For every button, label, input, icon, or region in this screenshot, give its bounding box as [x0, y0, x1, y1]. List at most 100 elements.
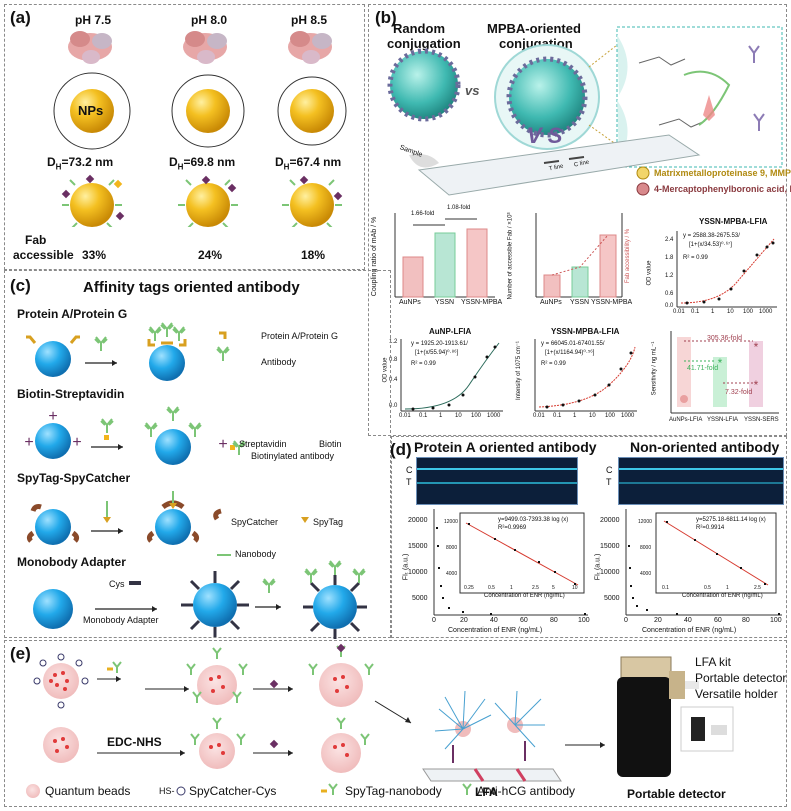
right-inset-r2: R²=0.9914	[696, 525, 725, 531]
chart2-cat-2: YSSN	[570, 299, 590, 306]
panel-c-label: (c)	[10, 276, 31, 295]
antibody-protein-3	[288, 31, 332, 64]
legend-hs: HS-	[159, 786, 175, 796]
right-chart-xtick-3: 40	[684, 617, 692, 624]
lfa-kit-label: LFA kit	[695, 655, 732, 669]
np-label: NPs	[78, 103, 104, 118]
right-chart-xtick-1: 0	[624, 617, 628, 624]
random-title-1: Random	[393, 21, 445, 36]
chart4-xtick-4: 10	[455, 413, 462, 419]
panel-b: (b) Random conjugation MPBA-oriented con…	[368, 4, 791, 436]
panel-e-illustration	[26, 643, 734, 798]
panel-c-illustration: + + + +	[24, 322, 367, 639]
left-t-label: T	[406, 477, 412, 487]
left-chart-ylabel: FIₜ (a.u.)	[402, 553, 410, 581]
left-chart-ytick-1: 20000	[408, 517, 428, 524]
mpba-title-1: MPBA-oriented	[487, 21, 581, 36]
right-inset-xtick-4: 2.5	[754, 585, 761, 591]
chart5-eq2: [1+(x/1164.94)⁰·⁵⁶]	[545, 350, 595, 356]
right-inset-xlabel: Concentration of ENR (ng/mL)	[682, 593, 763, 599]
left-inset-eq: y=9499.03-7393.38 log (x)	[498, 517, 569, 523]
svg-text:*: *	[718, 356, 723, 370]
right-inset-ytick-3: 4000	[640, 571, 652, 577]
chart6-ann2: 41.71-fold	[687, 365, 719, 372]
random-conjugation-sphere	[387, 48, 461, 122]
chart4-xtick-6: 1000	[487, 413, 501, 419]
legend-spycatcher-cys: SpyCatcher-Cys	[189, 784, 277, 798]
left-inset-xtick-1: 0.25	[464, 585, 474, 591]
row3-legend-1: SpyCatcher	[231, 517, 279, 527]
row2-legend-1: Streptavidin	[239, 439, 287, 449]
chart1-cat-1: AuNPs	[399, 299, 421, 306]
quantum-bead-swatch	[26, 784, 40, 798]
svg-text:+: +	[24, 434, 33, 451]
right-chart-xtick-6: 100	[770, 617, 782, 624]
chart6-cat-3: YSSN-SERS	[744, 417, 779, 423]
fab-value-2: 24%	[198, 248, 223, 262]
row2-legend-2: Biotin	[319, 439, 342, 449]
chart3-xtick-1: 0.01	[673, 309, 685, 315]
left-chart-xtick-5: 80	[550, 617, 558, 624]
chart3-r2: R² = 0.99	[683, 255, 708, 261]
antibody-protein-1	[68, 31, 112, 64]
right-chart-ylabel: FIₜ (a.u.)	[594, 553, 602, 581]
chart-sensitivity: * * *	[670, 331, 779, 414]
left-chart-ytick-3: 10000	[408, 569, 428, 576]
right-inset-ytick-2: 8000	[640, 545, 652, 551]
chart5-ylabel: Intensity of 1075 cm⁻¹	[515, 341, 522, 400]
lfa-label: LFA	[475, 785, 498, 799]
chart4-xtick-1: 0.01	[399, 413, 411, 419]
chart3-eq2: [1+(x/34.53)⁰·⁶⁷]	[689, 242, 732, 248]
mpba-conjugation-sphere	[494, 44, 600, 150]
left-inset-r2: R²=0.9969	[498, 525, 527, 531]
ph-label-3: pH 8.5	[291, 13, 328, 27]
anti-hcg-swatch	[462, 783, 472, 796]
ph-label-2: pH 8.0	[191, 13, 228, 27]
panel-d: (d) Protein A oriented antibody Non-orie…	[390, 436, 787, 638]
chart5-xtick-4: 10	[589, 413, 596, 419]
row1-legend-1: Protein A/Protein G	[261, 331, 339, 341]
right-inset-eq: y=5275.18-6811.14 log (x)	[696, 517, 766, 523]
panel-e: (e)	[4, 640, 787, 807]
row1-legend-2: Antibody	[261, 357, 297, 367]
left-inset-ytick-1: 12000	[444, 519, 458, 525]
row1-title: Protein A/Protein G	[17, 307, 128, 321]
legend-spytag-nanobody: SpyTag-nanobody	[345, 784, 442, 798]
left-inset-xtick-4: 2.5	[532, 585, 539, 591]
bead-with-hcg	[308, 643, 374, 707]
fab-value-3: 18%	[301, 248, 326, 262]
chart3-xtick-2: 0.1	[691, 309, 700, 315]
chart4-eq1: y = 1925.20-1913.61/	[411, 341, 468, 347]
chart5-r2: R² = 0.99	[541, 361, 566, 367]
bead-random-antibody	[190, 717, 246, 769]
antibody-protein-2	[183, 31, 227, 64]
panel-b-illustration	[387, 26, 783, 196]
chart6-cat-1: AuNPs-LFIA	[669, 417, 703, 423]
vs-big: V S	[527, 123, 563, 148]
row4-legend-1: Cys	[109, 579, 125, 589]
left-chart-xtick-2: 20	[460, 617, 468, 624]
left-chart-xtick-3: 40	[490, 617, 498, 624]
ph-label-1: pH 7.5	[75, 13, 112, 27]
np-fab-2	[178, 175, 238, 227]
svg-text:*: *	[754, 340, 759, 354]
left-title: Protein A oriented antibody	[414, 439, 597, 455]
zoom-lines	[588, 44, 618, 146]
right-inset-xtick-2: 0.5	[704, 585, 711, 591]
mmp9-swatch	[636, 166, 650, 180]
panel-c: (c) Affinity tags oriented antibody Prot…	[4, 270, 391, 639]
chart4-xtick-5: 100	[471, 413, 482, 419]
chart3-ylabel: OD value	[646, 260, 653, 286]
left-inset-xlabel: Concentration of ENR (ng/mL)	[484, 593, 565, 599]
right-strips	[618, 457, 784, 505]
dh-value-3: DH=67.4 nm	[275, 155, 342, 172]
chart5-eq1: y = 66045.01-67401.55/	[541, 341, 605, 347]
chart4-eq2: [1+(x/55.94)⁰·⁸⁶]	[415, 350, 459, 356]
mpba-swatch	[636, 182, 650, 196]
right-chart-xtick-5: 80	[742, 617, 750, 624]
right-chart-ytick-2: 15000	[600, 543, 620, 550]
holder-label: Versatile holder	[695, 687, 778, 701]
left-inset-xtick-2: 0.5	[488, 585, 495, 591]
left-c-label: C	[406, 465, 413, 475]
row4-title: Monobody Adapter	[17, 555, 126, 569]
